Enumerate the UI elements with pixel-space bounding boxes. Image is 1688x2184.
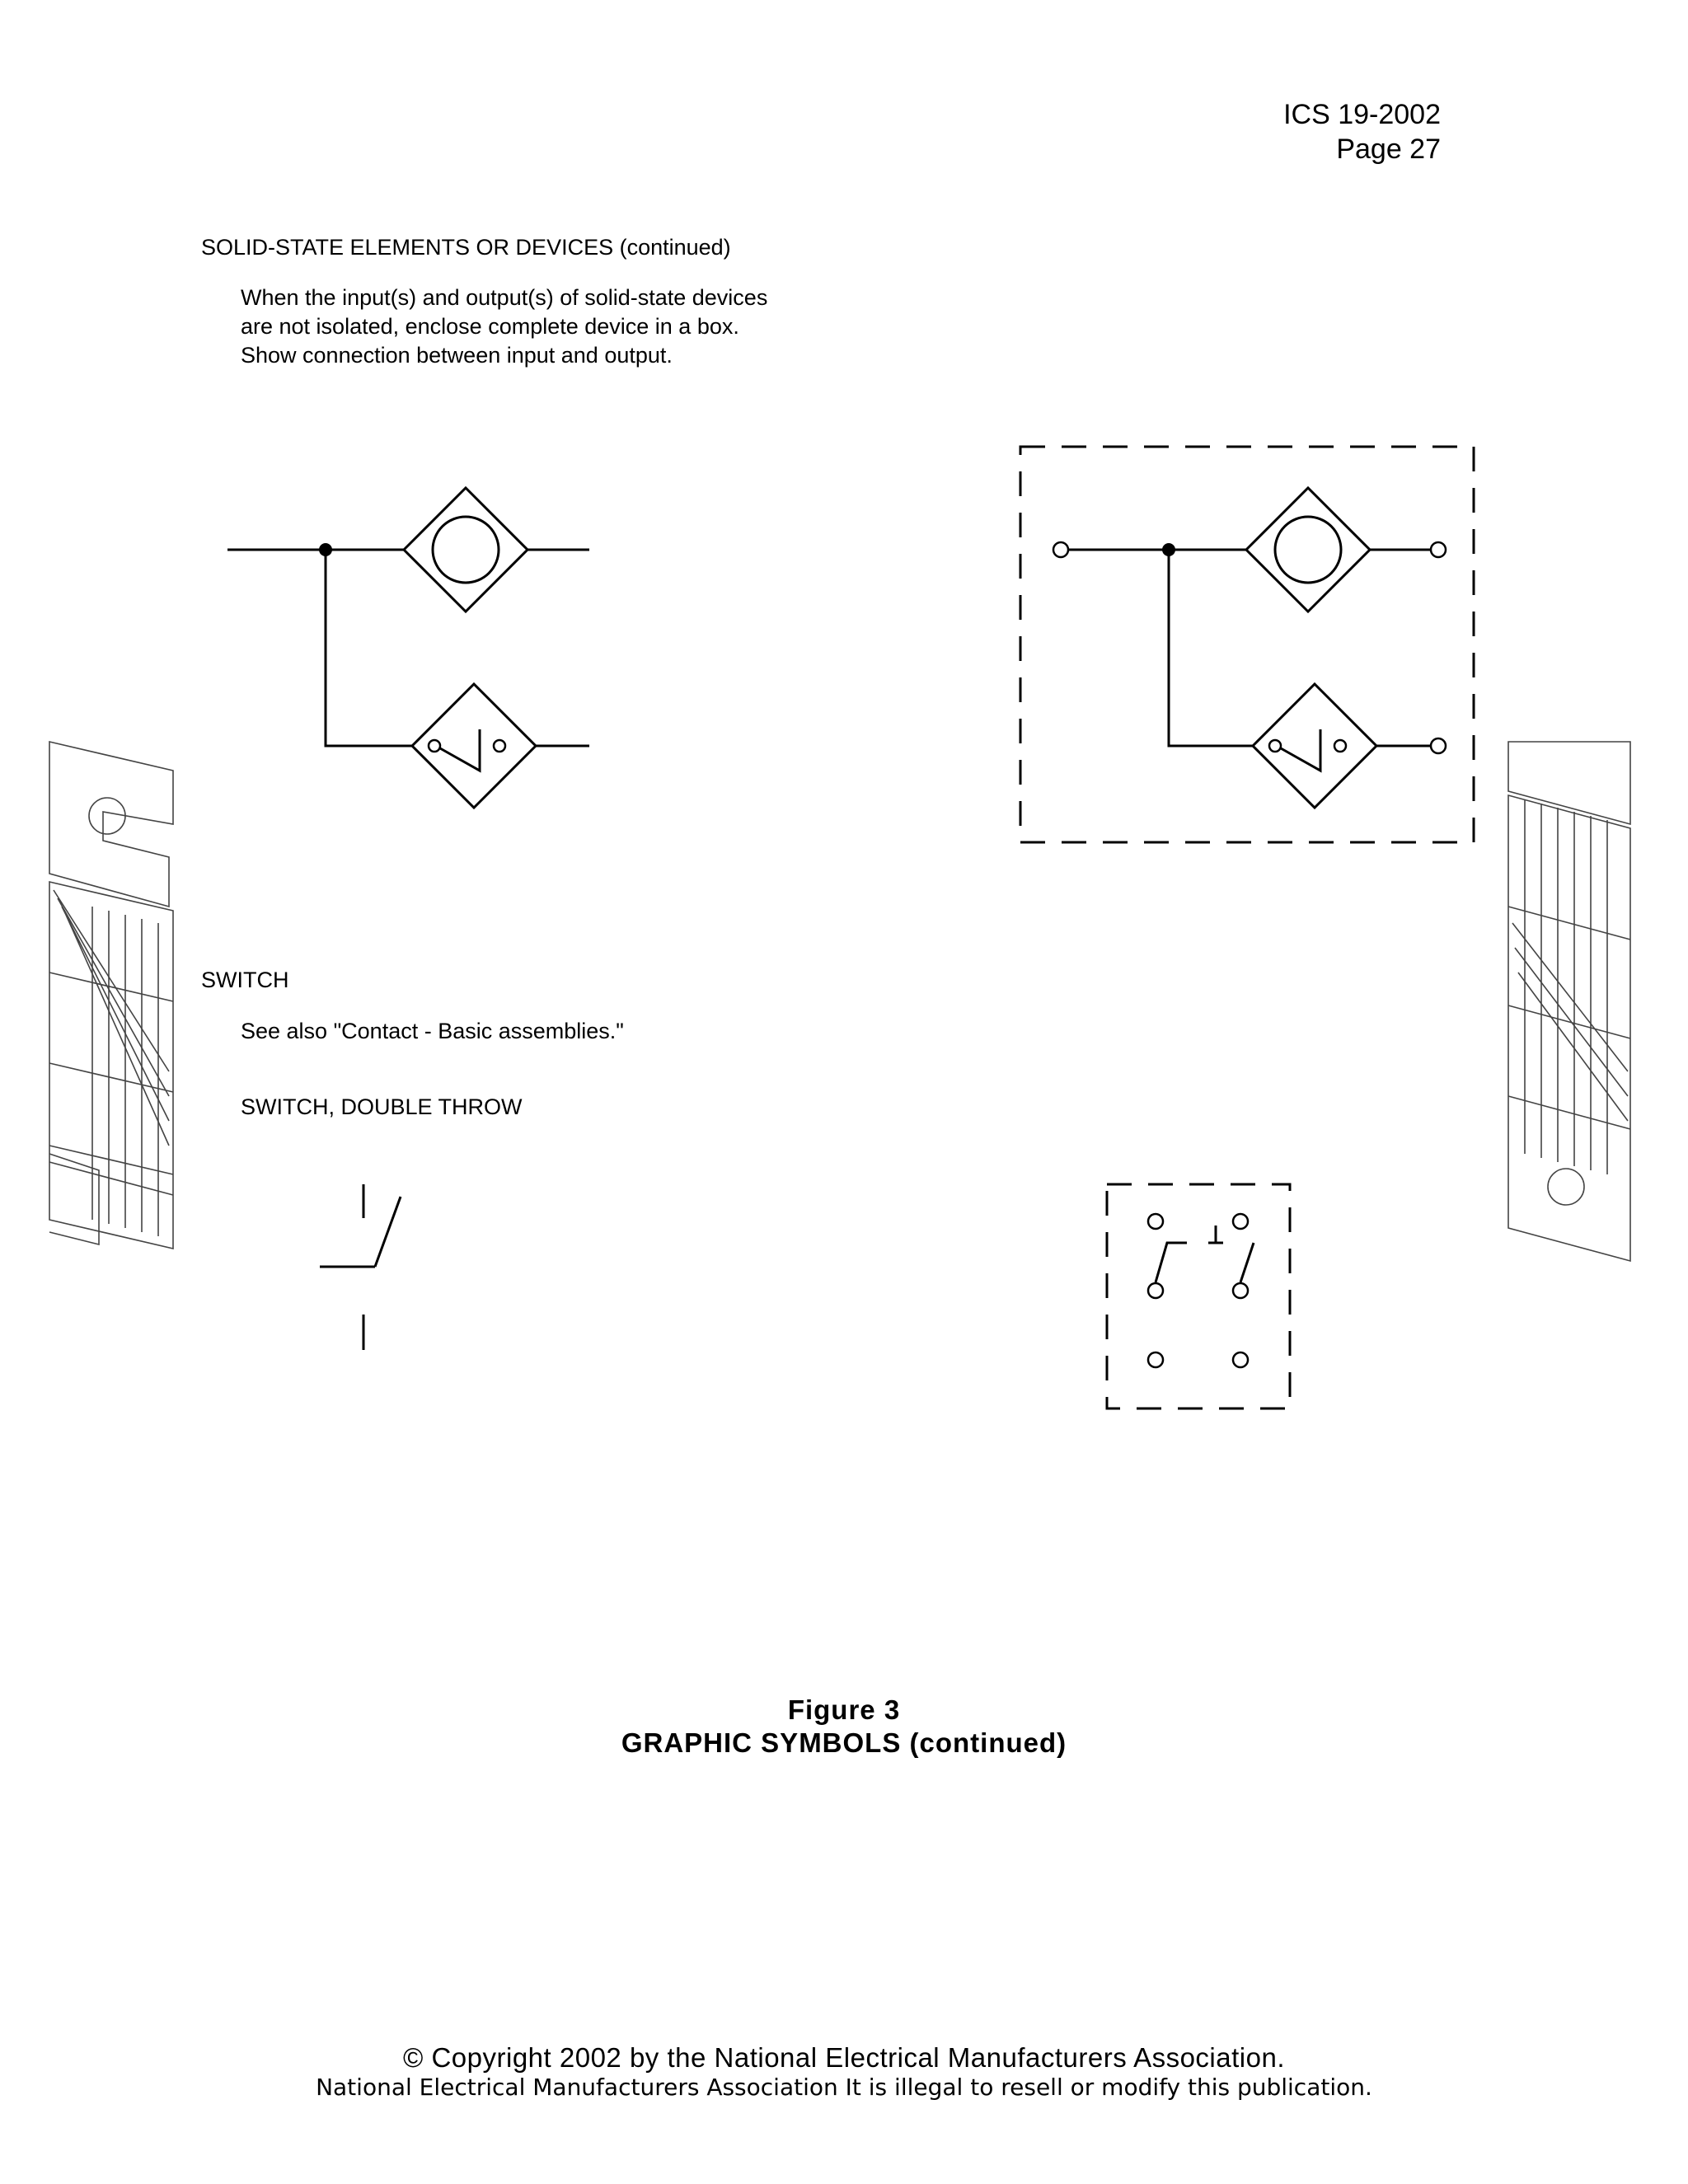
solid-state-symbol-unboxed xyxy=(227,485,589,810)
document-id: ICS 19-2002 xyxy=(1283,99,1441,130)
solid-state-note: When the input(s) and output(s) of solid… xyxy=(241,284,767,370)
legal-notice: National Electrical Manufacturers Associ… xyxy=(316,2074,1372,2101)
solid-state-symbol-boxed xyxy=(1019,445,1475,844)
copyright-line: © Copyright 2002 by the National Electri… xyxy=(402,2042,1285,2073)
page-number: Page 27 xyxy=(1336,134,1441,165)
switch-see-also: See also "Contact - Basic assemblies." xyxy=(241,1019,624,1043)
nema-watermark-left xyxy=(49,740,174,1250)
switch-double-throw-boxed-symbol xyxy=(1105,1183,1292,1410)
switch-double-throw-symbol xyxy=(320,1184,402,1350)
section-title-switch: SWITCH xyxy=(201,968,289,992)
note-line-3: Show connection between input and output… xyxy=(241,343,673,368)
nema-watermark-right xyxy=(1507,741,1631,1263)
figure-title: GRAPHIC SYMBOLS (continued) xyxy=(621,1727,1067,1758)
switch-double-throw-label: SWITCH, DOUBLE THROW xyxy=(241,1094,523,1119)
page-header: ICS 19-2002 Page 27 xyxy=(1283,97,1441,166)
figure-number: Figure 3 xyxy=(787,1694,901,1725)
note-line-2: are not isolated, enclose complete devic… xyxy=(241,314,739,339)
section-title-solid-state: SOLID-STATE ELEMENTS OR DEVICES (continu… xyxy=(201,235,731,260)
note-line-1: When the input(s) and output(s) of solid… xyxy=(241,285,768,310)
figure-caption: Figure 3 GRAPHIC SYMBOLS (continued) xyxy=(0,1694,1688,1760)
